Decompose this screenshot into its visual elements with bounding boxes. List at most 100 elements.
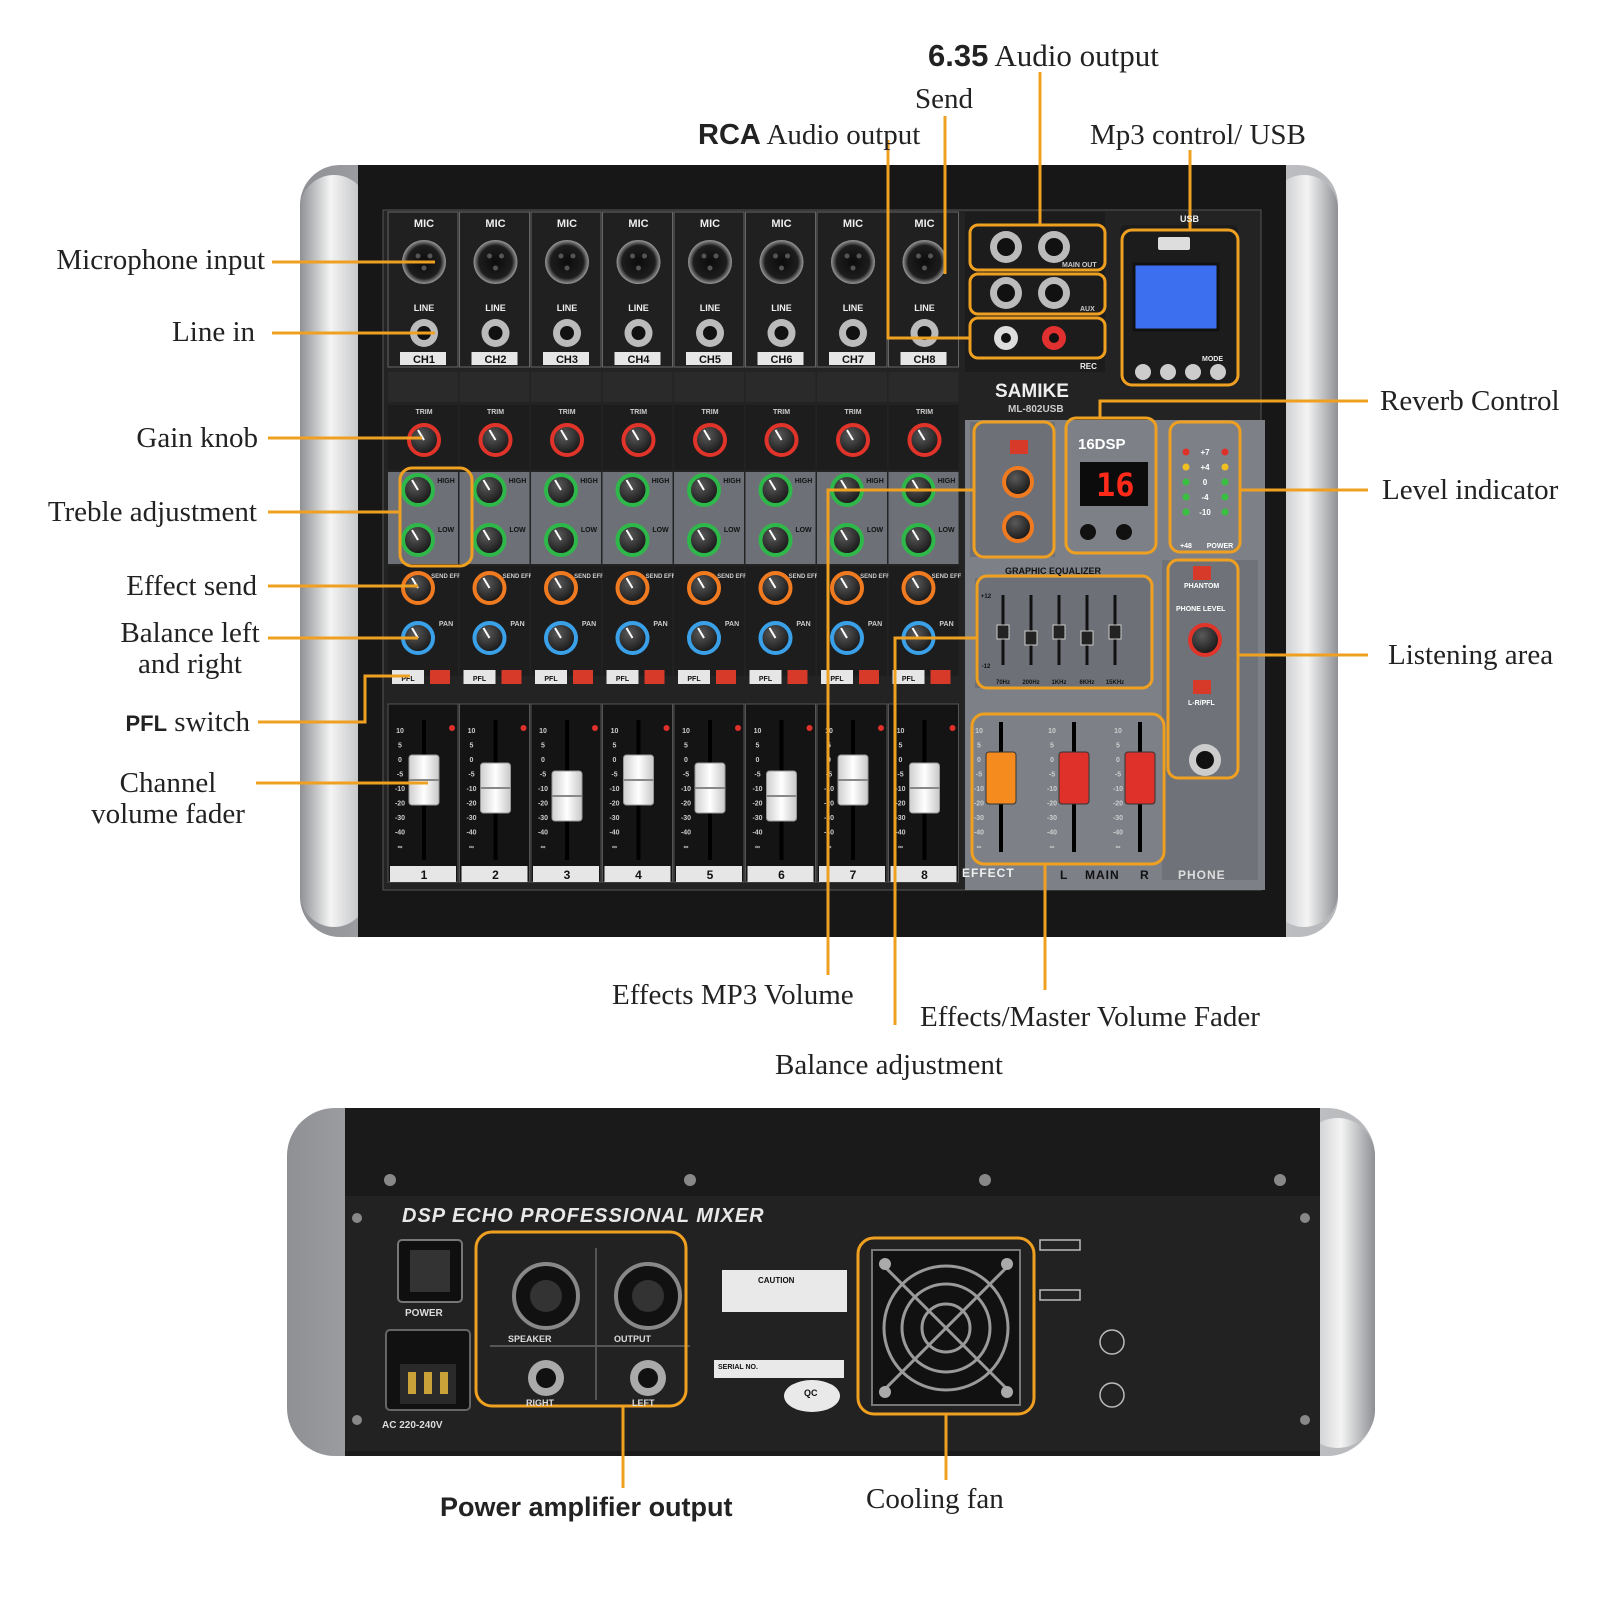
trim-label: TRIM — [773, 409, 790, 416]
label-channel-fader-line2: volume fader — [91, 798, 245, 830]
line-label: LINE — [485, 303, 506, 313]
fader-scale-mark: 10 — [1114, 728, 1122, 735]
pan-label: PAN — [868, 621, 882, 628]
lr-pfl-label: L-R/PFL — [1188, 700, 1215, 707]
label-power-amp-output: Power amplifier output — [440, 1492, 733, 1522]
trim-label: TRIM — [701, 409, 718, 416]
pfl-switch — [430, 670, 450, 684]
geq-slider — [1080, 630, 1094, 646]
hl-level — [1168, 420, 1242, 554]
low-label: LOW — [938, 527, 955, 534]
hl-aux-send — [968, 272, 1107, 316]
label-level-indicator: Level indicator — [1382, 474, 1559, 506]
fader-scale-mark: -10 — [1047, 786, 1057, 793]
phone-level-label: PHONE LEVEL — [1176, 606, 1226, 613]
label-send: Send — [915, 83, 973, 115]
rear-ac-label: AC 220-240V — [382, 1420, 443, 1431]
high-eq-knob — [615, 473, 650, 507]
low-eq-knob — [901, 523, 936, 557]
pfl-switch — [501, 670, 522, 684]
fader-scale-mark: 0 — [756, 757, 760, 764]
fader-scale-mark: 0 — [541, 757, 545, 764]
trim-label: TRIM — [844, 409, 861, 416]
line-label: LINE — [700, 303, 721, 313]
label-line-in: Line in — [172, 316, 255, 348]
high-eq-knob — [401, 473, 435, 507]
send-knob — [544, 571, 578, 605]
high-label: HIGH — [580, 478, 598, 485]
fader-scale-mark: -20 — [752, 801, 762, 808]
low-eq-knob — [758, 523, 793, 557]
pan-label: PAN — [439, 621, 453, 628]
send-label: SEND EFF — [431, 574, 461, 580]
phone-area — [1188, 566, 1222, 776]
fader-scale-mark: 10 — [468, 728, 476, 735]
fader-scale-mark: 0 — [398, 757, 402, 764]
low-eq-knob — [615, 523, 650, 557]
brand-label: SAMIKE — [995, 381, 1069, 402]
fader-scale-mark: -20 — [895, 801, 905, 808]
label-reverb-control: Reverb Control — [1380, 385, 1560, 417]
label-microphone-input: Microphone input — [56, 244, 265, 276]
pan-label: PAN — [796, 621, 810, 628]
send-label: SEND EFF — [932, 574, 962, 580]
hl-treble — [398, 466, 474, 568]
fader-scale-mark: -40 — [466, 830, 476, 837]
mic-label: MIC — [700, 218, 720, 230]
hl-dsp — [1064, 416, 1158, 555]
rear-power-label: POWER — [405, 1308, 443, 1319]
rear-caution-label: CAUTION — [758, 1276, 795, 1285]
label-rca-bold: RCA — [698, 119, 761, 151]
fader-scale-mark: 0 — [899, 757, 903, 764]
low-label: LOW — [509, 527, 526, 534]
send-label: SEND EFF — [717, 574, 747, 580]
fader-scale-mark: 10 — [539, 728, 547, 735]
fader-scale-mark: -20 — [395, 801, 405, 808]
fader-scale-mark: 0 — [684, 757, 688, 764]
fader-number: 8 — [921, 868, 928, 882]
meter-led-right — [1221, 463, 1229, 471]
fader-scale-mark: -30 — [681, 815, 691, 822]
dsp-effects-block — [970, 422, 1148, 557]
xlr-socket — [902, 240, 947, 284]
rear-speaker-label: SPEAKER — [508, 1334, 552, 1344]
pfl-label: PFL — [759, 676, 773, 683]
usb-label: USB — [1180, 214, 1200, 224]
geq-band-label: 200Hz — [1022, 680, 1039, 686]
send-label: SEND EFF — [503, 574, 533, 580]
fader-scale-mark: 5 — [613, 743, 617, 750]
geq-top-label: +12 — [981, 594, 992, 600]
label-effects-master-fader: Effects/Master Volume Fader — [920, 1001, 1260, 1033]
send-label: SEND EFF — [646, 574, 676, 580]
trim-knob — [907, 423, 942, 457]
fader-scale-mark: ∞ — [612, 844, 617, 851]
fader-scale-mark: 10 — [611, 728, 619, 735]
hl-main-faders — [970, 712, 1166, 866]
fader-scale-mark: -30 — [895, 815, 905, 822]
fader-scale-mark: -20 — [466, 801, 476, 808]
meter-mark: +7 — [1200, 448, 1210, 457]
fader-scale-mark: 0 — [1050, 757, 1054, 764]
fader-scale-mark: -5 — [540, 772, 546, 779]
fader-scale-mark: -40 — [681, 830, 691, 837]
fader-scale-mark: -5 — [1115, 772, 1121, 779]
pan-knob — [758, 621, 793, 655]
fader-scale-mark: 10 — [682, 728, 690, 735]
fader-number: 6 — [778, 868, 785, 882]
fader-scale-mark: -40 — [395, 830, 405, 837]
main-strip-r: R — [1140, 868, 1149, 882]
mic-label: MIC — [557, 218, 577, 230]
main-out-label: MAIN OUT — [1062, 262, 1097, 269]
rear-output-label: OUTPUT — [614, 1334, 651, 1344]
fader-scale-mark: -40 — [752, 830, 762, 837]
high-label: HIGH — [938, 478, 956, 485]
fader-scale-mark: -5 — [683, 772, 689, 779]
fader-scale-mark: -5 — [611, 772, 617, 779]
fader-scale-mark: 5 — [1116, 743, 1120, 750]
rear-qc-label: QC — [804, 1388, 818, 1398]
line-label: LINE — [843, 303, 864, 313]
high-label: HIGH — [723, 478, 741, 485]
